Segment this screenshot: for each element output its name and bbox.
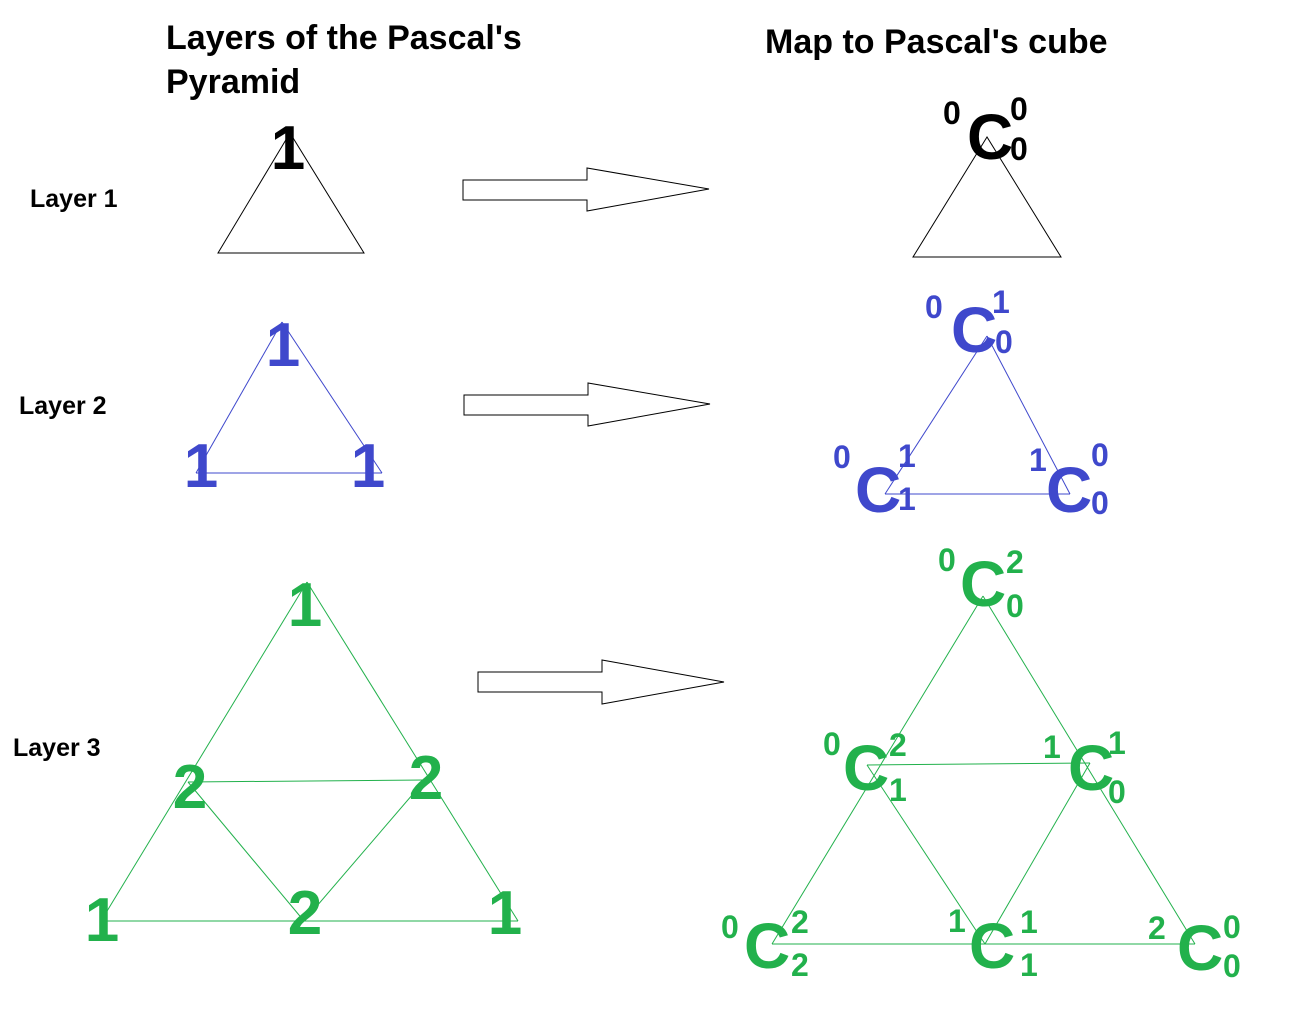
pyramid-layer-2-values: 1 1 1 — [184, 311, 385, 501]
cube-term-sub-index: 0 — [995, 324, 1013, 360]
cube-layer-2-term: 0 C 1 1 — [833, 438, 916, 526]
cube-layer-2-terms: 0 C 1 0 0 C 1 1 1 C 0 0 — [833, 284, 1109, 526]
cube-term-left-index: 0 — [938, 542, 956, 578]
cube-layer-1-term: 0 C 0 0 — [943, 91, 1028, 173]
cube-term-sup-index: 0 — [1091, 437, 1109, 473]
cube-term-left-index: 0 — [943, 95, 961, 131]
cube-layer-3-term: 1 C 1 1 — [948, 903, 1038, 983]
cube-term-symbol: C — [744, 910, 790, 982]
cube-layer-3-term: 0 C 2 0 — [938, 542, 1024, 624]
cube-layer-2-term: 0 C 1 0 — [925, 284, 1013, 366]
cube-layer-3-term: 2 C 0 0 — [1148, 909, 1241, 984]
pyramid-layer-3-value: 2 — [409, 744, 443, 813]
cube-term-left-index: 1 — [948, 903, 966, 939]
left-header-line1: Layers of the Pascal's — [166, 19, 522, 57]
cube-term-sup-index: 0 — [1010, 91, 1028, 127]
pyramid-layer-2-edges — [195, 321, 383, 474]
right-header: Map to Pascal's cube — [765, 23, 1108, 61]
layer-3-label: Layer 3 — [13, 734, 101, 762]
cube-term-left-index: 0 — [823, 726, 841, 762]
cube-layer-3-edges — [771, 595, 1196, 945]
cube-term-sub-index: 1 — [898, 481, 916, 517]
cube-layer-3-term: 0 C 2 1 — [823, 726, 907, 808]
cube-layer-2-term: 1 C 0 0 — [1029, 437, 1109, 526]
cube-term-sub-index: 0 — [1006, 588, 1024, 624]
cube-term-symbol: C — [1177, 912, 1223, 984]
cube-term-sub-index: 0 — [1091, 485, 1109, 521]
cube-term-sub-index: 1 — [889, 772, 907, 808]
cube-term-sup-index: 1 — [992, 284, 1010, 320]
cube-layer-3-term: 1 C 1 0 — [1043, 725, 1126, 810]
layer-1-label: Layer 1 — [30, 185, 118, 213]
pyramid-layer-3-value: 1 — [85, 886, 119, 955]
cube-term-left-index: 0 — [833, 439, 851, 475]
cube-term-left-index: 1 — [1029, 442, 1047, 478]
cube-layer-2-edges — [884, 335, 1071, 495]
arrow-layer-1 — [462, 167, 710, 212]
cube-term-sub-index: 0 — [1108, 774, 1126, 810]
cube-term-symbol: C — [967, 101, 1013, 173]
pyramid-layer-2-value: 1 — [266, 311, 300, 380]
cube-term-sup-index: 0 — [1223, 909, 1241, 945]
cube-layer-3-term: 0 C 2 2 — [721, 904, 809, 983]
pyramid-layer-1-value: 1 — [271, 114, 305, 183]
pyramid-layer-3-values: 1 2 2 1 2 1 — [85, 571, 522, 955]
pyramid-layer-3-value: 1 — [488, 879, 522, 948]
cube-term-left-index: 0 — [721, 909, 739, 945]
pyramid-layer-3-edges — [100, 581, 519, 922]
pyramid-layer-3-value: 2 — [173, 753, 207, 822]
cube-term-symbol: C — [969, 910, 1015, 982]
cube-term-symbol: C — [843, 732, 889, 804]
pyramid-layer-3-value: 1 — [288, 571, 322, 640]
pyramid-layer-2-value: 1 — [184, 432, 218, 501]
cube-term-symbol: C — [951, 294, 997, 366]
cube-term-sup-index: 1 — [1020, 904, 1038, 940]
cube-term-sup-index: 1 — [1108, 725, 1126, 761]
cube-term-sub-index: 0 — [1223, 948, 1241, 984]
cube-term-sup-index: 2 — [791, 904, 809, 940]
cube-layer-1-triangle — [912, 136, 1062, 258]
cube-layer-3-terms: 0 C 2 0 0 C 2 1 1 C 1 0 0 C 2 2 1 C 1 1 — [721, 542, 1241, 984]
arrow-layer-2 — [463, 382, 711, 427]
pyramid-layer-3-value: 2 — [288, 879, 322, 948]
cube-term-symbol: C — [960, 548, 1006, 620]
cube-term-sup-index: 1 — [898, 438, 916, 474]
cube-term-left-index: 0 — [925, 289, 943, 325]
arrow-layer-3 — [477, 659, 725, 705]
cube-term-sub-index: 2 — [791, 947, 809, 983]
cube-term-symbol: C — [855, 454, 901, 526]
cube-term-sup-index: 2 — [1006, 544, 1024, 580]
cube-term-symbol: C — [1046, 454, 1092, 526]
cube-term-sub-index: 0 — [1010, 131, 1028, 167]
cube-term-sub-index: 1 — [1020, 947, 1038, 983]
cube-term-sup-index: 2 — [889, 727, 907, 763]
pyramid-layer-2-value: 1 — [351, 432, 385, 501]
cube-term-left-index: 2 — [1148, 910, 1166, 946]
layer-2-label: Layer 2 — [19, 392, 107, 420]
cube-term-left-index: 1 — [1043, 729, 1061, 765]
cube-term-symbol: C — [1068, 732, 1114, 804]
pyramid-layer-1-triangle — [217, 132, 365, 254]
left-header-line2: Pyramid — [166, 63, 300, 101]
